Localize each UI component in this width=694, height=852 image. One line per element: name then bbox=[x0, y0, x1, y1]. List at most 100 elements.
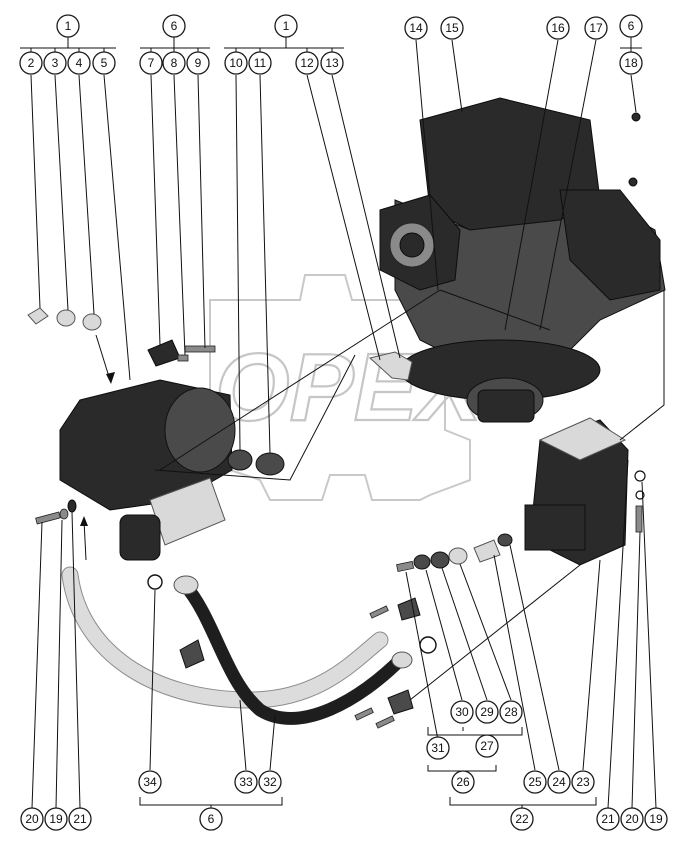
svg-text:6: 6 bbox=[628, 19, 635, 33]
fitting-chain bbox=[396, 533, 513, 573]
svg-text:2: 2 bbox=[28, 56, 35, 70]
svg-text:32: 32 bbox=[263, 775, 277, 789]
svg-text:15: 15 bbox=[445, 21, 459, 35]
callout-11: 11 bbox=[248, 51, 272, 75]
callout-34: 34 bbox=[138, 770, 162, 794]
fitting-30 bbox=[413, 554, 431, 570]
hose-fitting-right bbox=[391, 651, 413, 669]
svg-text:14: 14 bbox=[409, 21, 423, 35]
callout-33: 33 bbox=[234, 770, 258, 794]
svg-text:3: 3 bbox=[52, 56, 59, 70]
svg-text:4: 4 bbox=[76, 56, 83, 70]
callout-27: 27 bbox=[475, 734, 499, 758]
callout-21: 21 bbox=[68, 807, 92, 831]
callout-6: 6 bbox=[162, 14, 186, 38]
svg-text:19: 19 bbox=[649, 812, 663, 826]
svg-text:29: 29 bbox=[480, 705, 494, 719]
callout-4: 4 bbox=[67, 51, 91, 75]
fitting-11 bbox=[255, 452, 285, 476]
svg-text:8: 8 bbox=[171, 56, 178, 70]
callout-3: 3 bbox=[43, 51, 67, 75]
sensor-18b bbox=[628, 177, 638, 187]
callout-19: 19 bbox=[44, 807, 68, 831]
pump-elbow-housing bbox=[119, 514, 161, 561]
svg-text:7: 7 bbox=[148, 56, 155, 70]
svg-text:22: 22 bbox=[515, 812, 529, 826]
aux-pump-top bbox=[538, 417, 627, 461]
callout-17: 17 bbox=[584, 16, 608, 40]
sensor-18 bbox=[631, 112, 641, 122]
svg-text:16: 16 bbox=[551, 21, 565, 35]
washer-8 bbox=[177, 354, 189, 362]
pump-fasteners bbox=[35, 499, 77, 525]
svg-text:17: 17 bbox=[589, 21, 603, 35]
aux-pump-block bbox=[524, 504, 586, 551]
callout-26: 26 bbox=[451, 770, 475, 794]
aux-pump bbox=[524, 417, 646, 566]
svg-text:6: 6 bbox=[171, 19, 178, 33]
callout-14: 14 bbox=[404, 16, 428, 40]
hose-33 bbox=[62, 567, 388, 708]
fitting-29 bbox=[430, 551, 450, 569]
svg-text:30: 30 bbox=[455, 705, 469, 719]
hoses bbox=[61, 566, 437, 729]
callouts: 1 2 3 4 5 6 7 8 9 1 10 11 12 13 14 15 16… bbox=[19, 14, 668, 831]
watermark-gear bbox=[209, 274, 471, 501]
svg-text:20: 20 bbox=[625, 812, 639, 826]
bolt-9 bbox=[184, 345, 216, 353]
bolt-21-20 bbox=[635, 505, 643, 533]
callout-19b: 19 bbox=[644, 807, 668, 831]
svg-text:25: 25 bbox=[528, 775, 542, 789]
svg-text:19: 19 bbox=[49, 812, 63, 826]
fitting-24 bbox=[497, 533, 513, 547]
callout-13: 13 bbox=[320, 51, 344, 75]
fitting-31 bbox=[396, 560, 415, 573]
svg-text:34: 34 bbox=[143, 775, 157, 789]
bolt-20 bbox=[35, 511, 61, 525]
oring-34 bbox=[147, 574, 163, 590]
svg-text:10: 10 bbox=[229, 56, 243, 70]
clamp-lower-right-b bbox=[387, 689, 414, 715]
leader-lines bbox=[30, 39, 665, 809]
gearbox-flange-bore-inner bbox=[399, 232, 425, 258]
svg-text:23: 23 bbox=[576, 775, 590, 789]
fitting-4 bbox=[82, 313, 102, 331]
oring-21 bbox=[67, 499, 77, 513]
svg-text:6: 6 bbox=[208, 812, 215, 826]
callout-24: 24 bbox=[547, 770, 571, 794]
svg-text:33: 33 bbox=[239, 775, 253, 789]
svg-text:9: 9 bbox=[195, 56, 202, 70]
callout-6b: 6 bbox=[619, 14, 643, 38]
washer-19 bbox=[59, 508, 69, 520]
fitting-25 bbox=[473, 539, 501, 563]
svg-text:12: 12 bbox=[300, 56, 314, 70]
fitting-28 bbox=[448, 547, 468, 565]
oring-hose-right bbox=[419, 636, 437, 654]
callout-15: 15 bbox=[440, 16, 464, 40]
fitting-10 bbox=[227, 449, 253, 471]
callout-31: 31 bbox=[426, 736, 450, 760]
callout-28: 28 bbox=[499, 700, 523, 724]
callout-22: 22 bbox=[510, 807, 534, 831]
arrows bbox=[80, 334, 115, 561]
callout-1: 1 bbox=[56, 14, 80, 38]
fitting-2 bbox=[27, 307, 49, 325]
callout-2: 2 bbox=[19, 51, 43, 75]
svg-text:31: 31 bbox=[431, 741, 445, 755]
left-fittings bbox=[27, 112, 641, 476]
svg-text:1: 1 bbox=[65, 19, 72, 33]
bottom-brackets bbox=[139, 727, 597, 808]
callout-12: 12 bbox=[295, 51, 319, 75]
callout-16: 16 bbox=[546, 16, 570, 40]
gearbox-assembly bbox=[379, 97, 666, 423]
bolt-lower-c bbox=[375, 715, 395, 729]
svg-text:13: 13 bbox=[325, 56, 339, 70]
callout-18: 18 bbox=[619, 51, 643, 75]
callout-32: 32 bbox=[258, 770, 282, 794]
callout-30: 30 bbox=[450, 700, 474, 724]
clamp-lower-left bbox=[179, 639, 205, 669]
hose-fitting-top bbox=[173, 575, 199, 595]
elbow-12-13 bbox=[368, 351, 413, 381]
callout-1b: 1 bbox=[274, 14, 298, 38]
